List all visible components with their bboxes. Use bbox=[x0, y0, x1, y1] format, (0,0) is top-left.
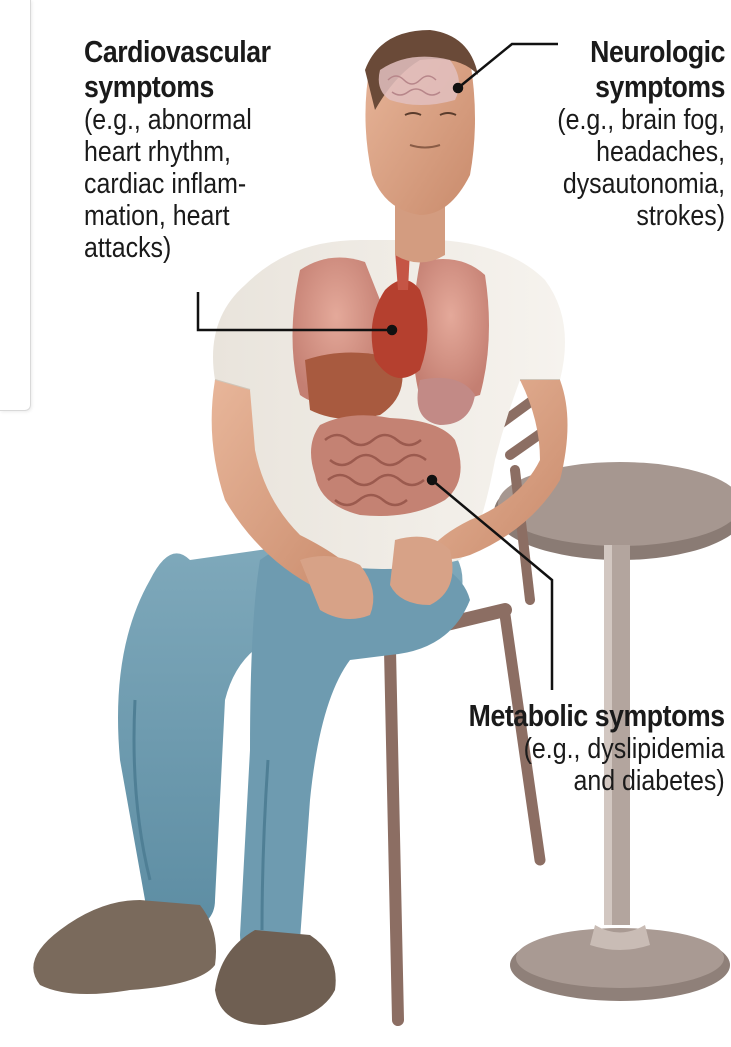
right-hand bbox=[390, 537, 453, 605]
cardiovascular-title-line: Cardiovascular bbox=[84, 34, 271, 69]
neurologic-title-line: symptoms bbox=[557, 69, 725, 104]
neurologic-detail-line: headaches, bbox=[557, 136, 725, 168]
head bbox=[365, 30, 478, 263]
neurologic-detail-line: dysautonomia, bbox=[557, 168, 725, 200]
neurologic-label: Neurologic symptoms (e.g., brain fog, he… bbox=[530, 34, 725, 232]
cardiovascular-detail-line: cardiac inflam- bbox=[84, 168, 271, 200]
cardiovascular-detail-line: heart rhythm, bbox=[84, 136, 271, 168]
internal-organs bbox=[293, 245, 490, 516]
neurologic-title-line: Neurologic bbox=[557, 34, 725, 69]
metabolic-detail-line: (e.g., dyslipidemia bbox=[469, 733, 725, 765]
metabolic-label: Metabolic symptoms (e.g., dyslipidemia a… bbox=[427, 698, 725, 797]
neurologic-detail-line: strokes) bbox=[557, 200, 725, 232]
cardiovascular-detail-line: mation, heart bbox=[84, 200, 271, 232]
cardiovascular-detail-line: (e.g., abnormal bbox=[84, 104, 271, 136]
cardiovascular-label: Cardiovascular symptoms (e.g., abnormal … bbox=[84, 34, 301, 264]
cardiovascular-title-line: symptoms bbox=[84, 69, 271, 104]
metabolic-title-line: Metabolic symptoms bbox=[469, 698, 725, 733]
neurologic-detail-line: (e.g., brain fog, bbox=[557, 104, 725, 136]
cardiovascular-detail-line: attacks) bbox=[84, 232, 271, 264]
metabolic-detail-line: and diabetes) bbox=[469, 765, 725, 797]
